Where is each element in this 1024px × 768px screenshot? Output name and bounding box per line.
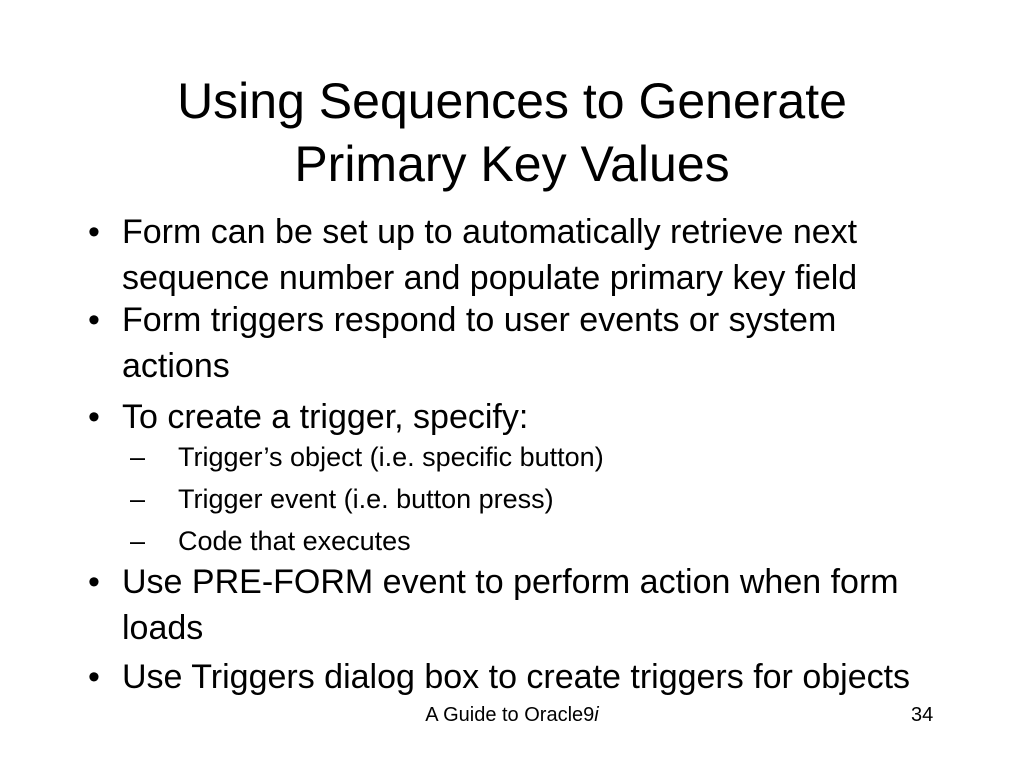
sub-bullet-item: – Trigger event (i.e. button press) bbox=[130, 478, 554, 520]
bullet-item: • Form triggers respond to user events o… bbox=[88, 297, 836, 389]
bullet-line: loads bbox=[122, 609, 204, 647]
footer-title-regular: A Guide to Oracle9 bbox=[425, 704, 595, 726]
sub-bullet-line: Code that executes bbox=[178, 526, 411, 556]
bullet-line: Form can be set up to automatically retr… bbox=[122, 213, 858, 251]
dash-icon: – bbox=[130, 442, 146, 472]
bullet-line: Use Triggers dialog box to create trigge… bbox=[122, 658, 911, 696]
bullet-line: sequence number and populate primary key… bbox=[122, 259, 858, 297]
sub-bullet-item: – Trigger’s object (i.e. specific button… bbox=[130, 436, 604, 478]
dash-icon: – bbox=[130, 484, 146, 514]
bullet-icon: • bbox=[88, 398, 100, 436]
sub-bullet-text: Code that executes bbox=[178, 520, 411, 562]
slide-title-line-2: Primary Key Values bbox=[294, 136, 730, 192]
sub-bullet-item: – Code that executes bbox=[130, 520, 411, 562]
page-number: 34 bbox=[911, 704, 934, 726]
bullet-item: • Use Triggers dialog box to create trig… bbox=[88, 654, 910, 700]
slide-title-line-1: Using Sequences to Generate bbox=[177, 73, 847, 129]
bullet-item: • Use PRE-FORM event to perform action w… bbox=[88, 559, 899, 651]
bullet-text: Form can be set up to automatically retr… bbox=[122, 209, 857, 301]
bullet-item: • Form can be set up to automatically re… bbox=[88, 209, 857, 301]
footer-title: A Guide to Oracle9i bbox=[0, 703, 1024, 727]
bullet-icon: • bbox=[88, 658, 100, 696]
slide-title: Using Sequences to Generate Primary Key … bbox=[0, 70, 1024, 196]
bullet-text: Use Triggers dialog box to create trigge… bbox=[122, 654, 910, 700]
bullet-icon: • bbox=[88, 563, 100, 601]
bullet-item: • To create a trigger, specify: bbox=[88, 394, 528, 440]
dash-icon: – bbox=[130, 526, 146, 556]
bullet-line: Form triggers respond to user events or … bbox=[122, 301, 837, 339]
bullet-line: Use PRE-FORM event to perform action whe… bbox=[122, 563, 899, 601]
bullet-icon: • bbox=[88, 213, 100, 251]
bullet-text: To create a trigger, specify: bbox=[122, 394, 528, 440]
sub-bullet-text: Trigger event (i.e. button press) bbox=[178, 478, 554, 520]
bullet-text: Use PRE-FORM event to perform action whe… bbox=[122, 559, 899, 651]
sub-bullet-text: Trigger’s object (i.e. specific button) bbox=[178, 436, 604, 478]
bullet-line: To create a trigger, specify: bbox=[122, 398, 529, 436]
sub-bullet-line: Trigger’s object (i.e. specific button) bbox=[178, 442, 604, 472]
bullet-text: Form triggers respond to user events or … bbox=[122, 297, 836, 389]
footer-title-italic: i bbox=[594, 704, 599, 726]
sub-bullet-line: Trigger event (i.e. button press) bbox=[178, 484, 554, 514]
bullet-line: actions bbox=[122, 347, 230, 385]
bullet-icon: • bbox=[88, 301, 100, 339]
